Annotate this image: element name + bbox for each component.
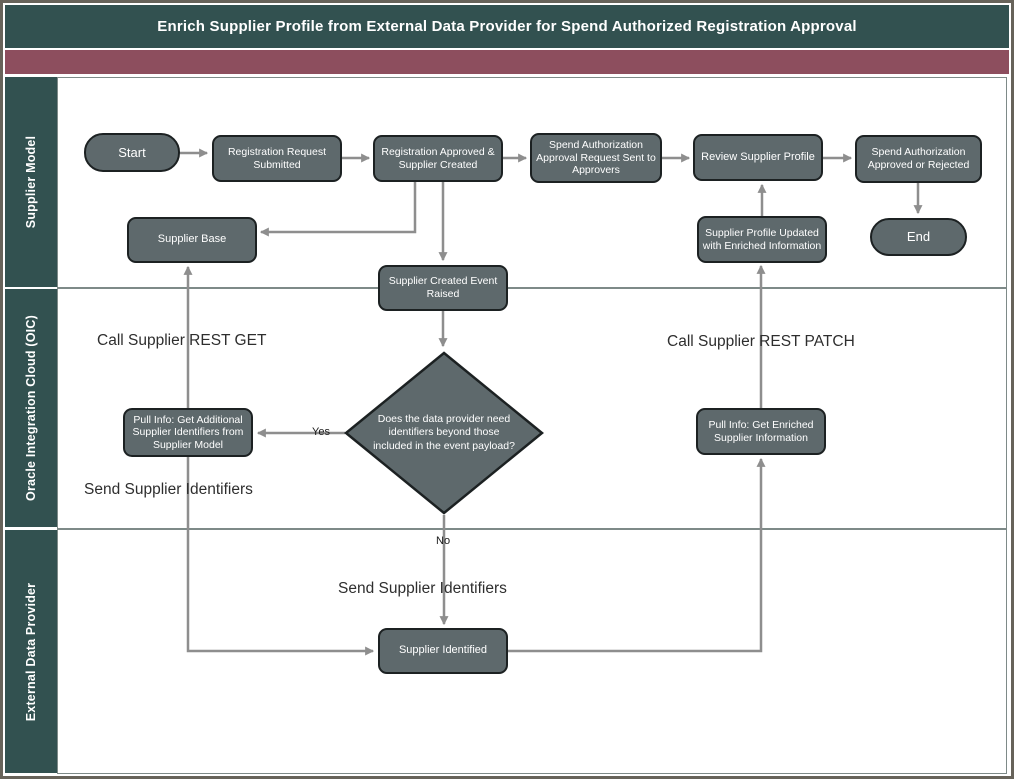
node-decision-identifiers-needed: Does the data provider need identifiers … [344, 351, 544, 515]
edge-supplier-identified-to-pull-info-enriched [508, 457, 766, 653]
node-label: Supplier Profile Updated with Enriched I… [702, 226, 822, 252]
label-send-supplier-identifiers-oic: Send Supplier Identifiers [84, 481, 253, 498]
node-label: Registration Approved & Supplier Created [381, 145, 495, 171]
label-no: No [436, 535, 451, 547]
edge-approved-to-supplier-base [259, 182, 417, 237]
decision-shape [344, 351, 544, 515]
node-label: Pull Info: Get Enriched Supplier Informa… [708, 418, 814, 444]
lane-divider-1 [57, 287, 1007, 289]
node-pull-info-get-additional-identifiers: Pull Info: Get Additional Supplier Ident… [123, 408, 253, 457]
node-registration-request-submitted: Registration Request Submitted [212, 135, 342, 182]
node-label: Supplier Base [157, 233, 227, 246]
node-label: Pull Info: Get Additional Supplier Ident… [132, 413, 244, 451]
node-supplier-profile-updated: Supplier Profile Updated with Enriched I… [697, 216, 827, 263]
node-supplier-created-event-raised: Supplier Created Event Raised [378, 265, 508, 311]
node-label: End [906, 229, 931, 245]
node-registration-approved-supplier-created: Registration Approved & Supplier Created [373, 135, 503, 182]
node-label: Spend Authorization Approval Request Sen… [536, 139, 656, 177]
node-spend-auth-approved-or-rejected: Spend Authorization Approved or Rejected [855, 135, 982, 183]
node-label: Does the data provider need identifiers … [373, 413, 515, 452]
node-label: Registration Request Submitted [227, 145, 327, 171]
label-call-supplier-rest-get: Call Supplier REST GET [97, 332, 267, 349]
node-label: Start [118, 144, 146, 160]
node-supplier-identified: Supplier Identified [378, 628, 508, 674]
node-review-supplier-profile: Review Supplier Profile [693, 134, 823, 181]
node-label: Supplier Identified [398, 644, 488, 657]
lane-divider-2 [57, 528, 1007, 530]
node-spend-auth-approval-request: Spend Authorization Approval Request Sen… [530, 133, 662, 183]
accent-stripe [5, 50, 1009, 74]
node-label: Spend Authorization Approved or Rejected [867, 146, 970, 171]
label-send-supplier-identifiers-edp: Send Supplier Identifiers [338, 580, 507, 597]
node-pull-info-get-enriched-info: Pull Info: Get Enriched Supplier Informa… [696, 408, 826, 455]
lane-label-oic: Oracle Integration Cloud (OIC) [5, 289, 57, 527]
lane-label-external-data-provider: External Data Provider [5, 530, 57, 773]
diagram-title: Enrich Supplier Profile from External Da… [5, 5, 1009, 48]
node-supplier-base: Supplier Base [127, 217, 257, 263]
node-label: Supplier Created Event Raised [388, 275, 498, 300]
label-yes: Yes [312, 426, 330, 438]
node-label: Review Supplier Profile [701, 150, 815, 163]
node-end: End [870, 218, 967, 256]
node-start: Start [84, 133, 180, 172]
edge-pull-info-identifiers-to-supplier-identified [186, 457, 375, 656]
label-call-supplier-rest-patch: Call Supplier REST PATCH [667, 333, 855, 350]
lane-label-supplier-model: Supplier Model [5, 77, 57, 287]
lane-frame [57, 77, 1007, 774]
